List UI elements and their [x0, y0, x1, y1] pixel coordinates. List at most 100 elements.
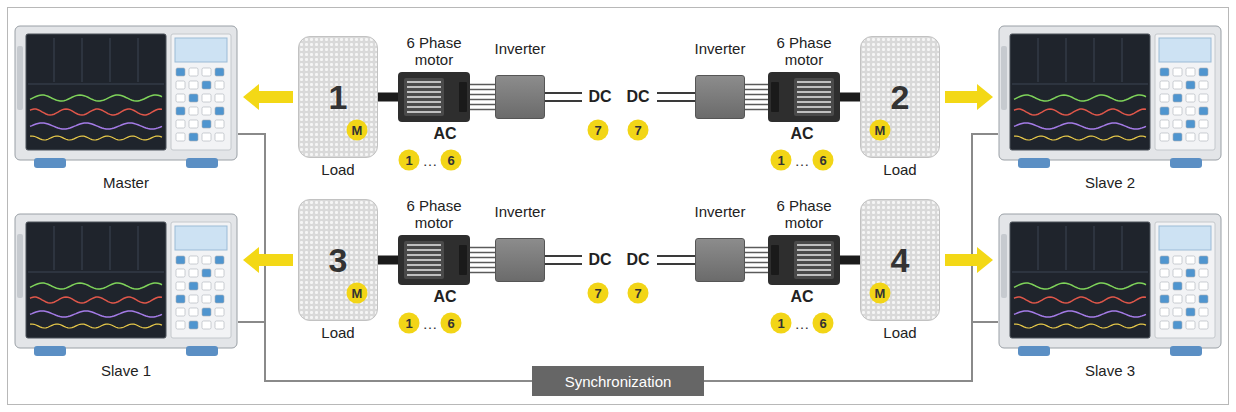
dc-wire — [657, 255, 695, 257]
panel-button — [1173, 282, 1182, 290]
screen-divider — [1038, 226, 1039, 270]
power-analyzer-drawing — [998, 24, 1222, 170]
screen-divider — [1094, 38, 1095, 82]
signal-label: DC — [626, 88, 649, 106]
power-analyzer-drawing — [998, 212, 1222, 358]
ellipsis-label: … — [423, 315, 438, 332]
load-label: Load — [861, 324, 939, 341]
panel-button — [189, 94, 198, 102]
motor-winding — [404, 78, 444, 116]
callout-number: 1 — [771, 313, 792, 334]
phase-wire — [470, 247, 495, 249]
load-number: 2 — [891, 80, 910, 114]
panel-button — [1186, 282, 1195, 290]
screen-divider — [110, 226, 111, 270]
analyzer-handle — [17, 46, 23, 110]
instrument-label: Slave 3 — [998, 362, 1222, 379]
control-panel — [171, 222, 231, 338]
screen-divider — [1122, 38, 1123, 82]
control-panel — [1155, 222, 1215, 338]
panel-display — [175, 38, 227, 62]
panel-button — [202, 256, 211, 264]
screen-divider — [1012, 84, 1148, 85]
signal-label: AC — [433, 125, 456, 143]
motor-stripe — [407, 274, 441, 276]
motor-stripe — [407, 86, 441, 88]
analyzer-handle — [1001, 234, 1007, 298]
load-box: 3Load — [298, 199, 378, 321]
load-number: 1 — [329, 80, 348, 114]
panel-button — [1173, 94, 1182, 102]
callout-number: M — [870, 120, 891, 141]
dc-wire — [657, 263, 695, 265]
load-box: 2Load — [860, 36, 940, 158]
flow-arrow-shape — [945, 247, 993, 273]
phase-wire — [470, 257, 495, 259]
panel-button — [215, 81, 224, 89]
panel-button — [1173, 68, 1182, 76]
motor-body — [398, 235, 470, 285]
screen-divider — [1094, 226, 1095, 270]
panel-button — [1160, 107, 1169, 115]
callout-number: 6 — [813, 150, 834, 171]
waveform-trace — [30, 311, 162, 317]
analyzer-screen — [1010, 222, 1150, 338]
panel-button — [176, 308, 185, 316]
motor-stripe — [407, 264, 441, 266]
dc-wire — [545, 100, 582, 102]
control-panel — [1155, 34, 1215, 150]
dc-bus-lines — [545, 93, 695, 264]
screen-divider — [138, 226, 139, 270]
motor-stripe — [797, 101, 831, 103]
motor-stripe — [797, 264, 831, 266]
waveform-trace — [30, 283, 162, 289]
power-flow-arrow — [243, 84, 293, 110]
analyzer-body — [999, 214, 1221, 348]
panel-button — [215, 68, 224, 76]
panel-button — [189, 269, 198, 277]
power-flow-arrow — [945, 247, 993, 273]
panel-button — [1186, 107, 1195, 115]
phase-wires — [470, 248, 495, 273]
callout-number: 1 — [399, 313, 420, 334]
panel-button — [1173, 269, 1182, 277]
motor-drawing — [768, 235, 840, 285]
callout-number: 6 — [441, 150, 462, 171]
phase-wire — [470, 252, 495, 254]
ellipsis-label: … — [795, 315, 810, 332]
motor-stripe — [407, 244, 441, 246]
analyzer-handle — [17, 234, 23, 298]
shaft-bar — [378, 256, 398, 265]
analyzer-foot — [186, 346, 218, 356]
panel-button — [189, 256, 198, 264]
panel-button — [1186, 256, 1195, 264]
motor-label: 6 Phase motor — [762, 34, 846, 68]
analyzer-screen — [1010, 34, 1150, 150]
panel-button — [1186, 94, 1195, 102]
phase-wire — [470, 267, 495, 269]
panel-button — [1160, 256, 1169, 264]
waveform-trace — [30, 324, 162, 328]
power-analyzer: Slave 1 — [14, 212, 238, 358]
motor-stripe — [797, 259, 831, 261]
phase-wire — [745, 104, 768, 106]
phase-wire — [745, 262, 768, 264]
panel-button — [1199, 107, 1208, 115]
panel-button — [202, 321, 211, 329]
panel-button — [215, 133, 224, 141]
panel-button — [176, 107, 185, 115]
analyzer-foot — [1018, 346, 1050, 356]
analyzer-screen — [26, 222, 166, 338]
panel-button — [215, 282, 224, 290]
waveform-trace — [1014, 297, 1146, 303]
panel-button — [1173, 308, 1182, 316]
panel-button — [1160, 133, 1169, 141]
callout-number: 7 — [628, 120, 649, 141]
motor-label: 6 Phase motor — [392, 34, 476, 68]
sync-wire — [238, 134, 532, 381]
instrument-label: Master — [14, 174, 238, 191]
motor-box: 6 Phase motor — [768, 72, 840, 122]
panel-button — [1173, 295, 1182, 303]
